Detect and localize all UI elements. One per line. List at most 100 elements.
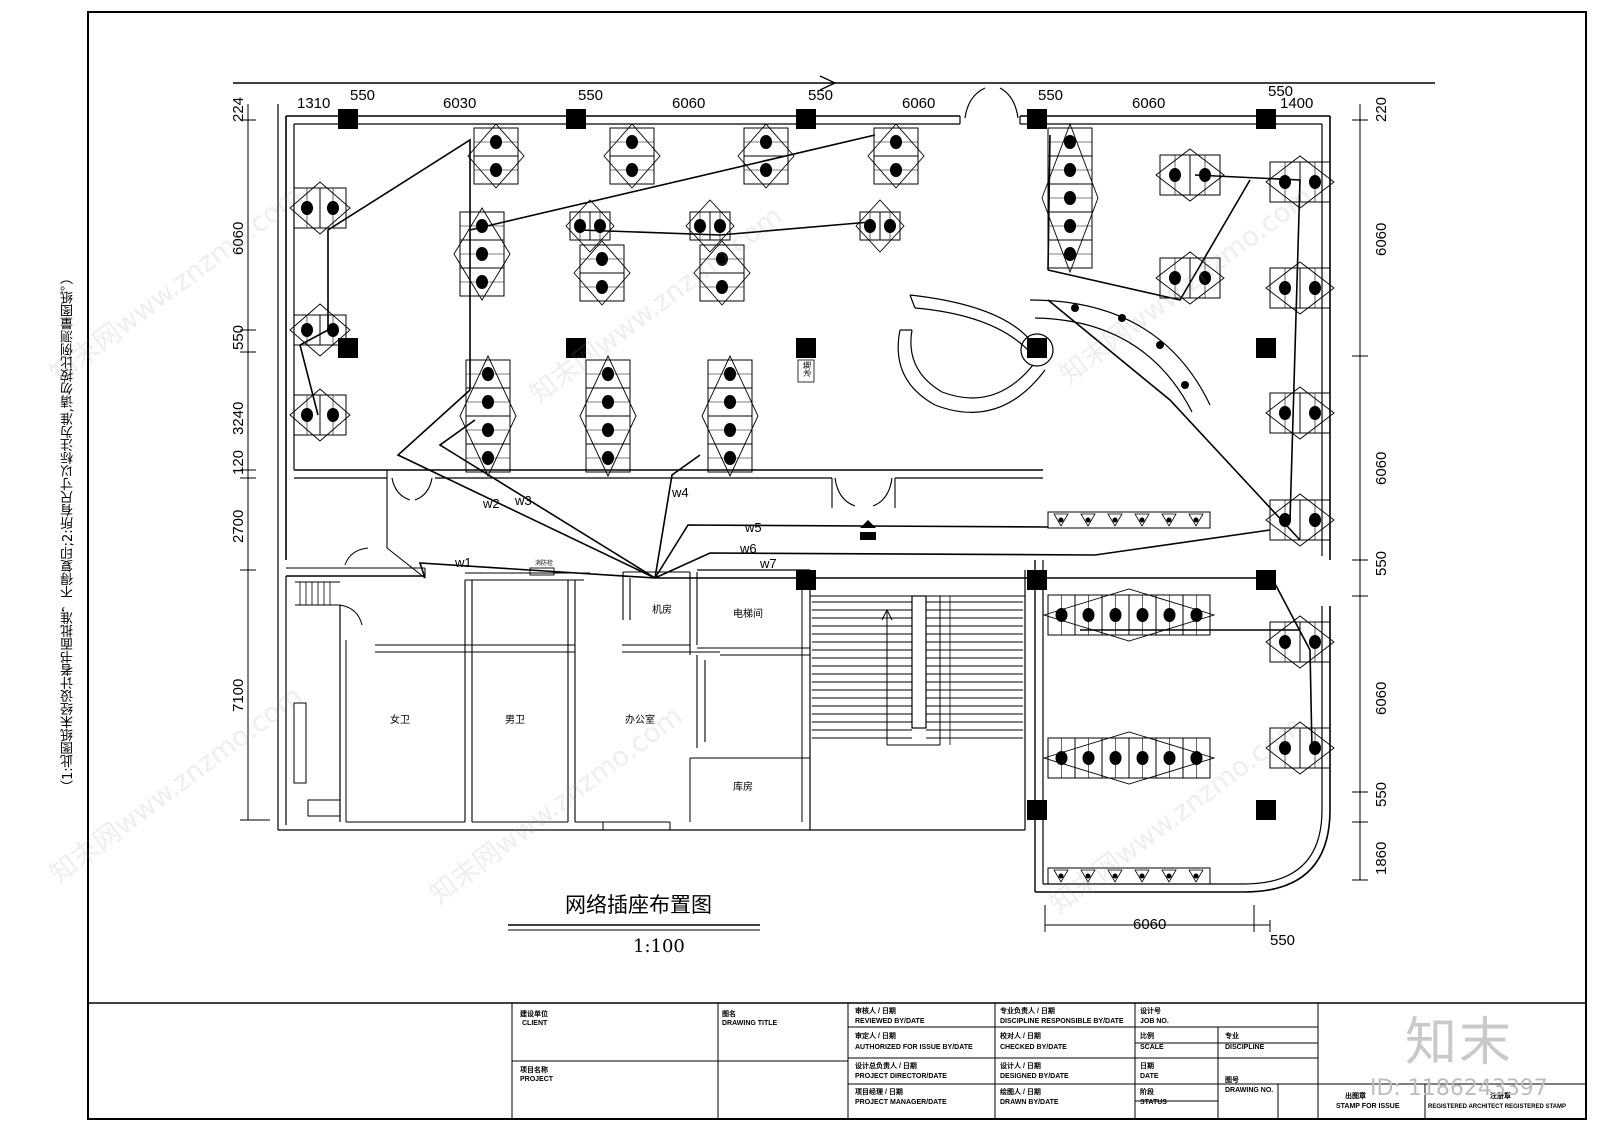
circuit-w6: w6 (739, 541, 757, 556)
workstation-group (693, 240, 751, 306)
dim-top-6: 6060 (902, 95, 935, 112)
room-machine: 机房 (652, 603, 672, 616)
workstation-group (1041, 122, 1099, 274)
tb-drawn: 绘图人 / 日期 (1000, 1087, 1041, 1096)
workstation-group (1042, 731, 1216, 785)
tb-drawing-title-en: DRAWING TITLE (722, 1020, 778, 1027)
network-cable-runs (299, 134, 1313, 751)
tb-director-en: PROJECT DIRECTOR/DATE (855, 1073, 947, 1080)
room-men-wc: 男卫 (505, 714, 525, 726)
title-block-labels: 建设单位 CLIENT 项目名称 PROJECT 图名 DRAWING TITL… (520, 1006, 1566, 1110)
dim-right-5: 550 (1373, 782, 1390, 807)
tb-manager: 项目经理 / 日期 (855, 1087, 903, 1096)
watermark-logo: 知末 (1405, 1013, 1514, 1073)
room-women-wc: 女卫 (390, 713, 410, 726)
fridge-label: 冰箱 (802, 361, 812, 377)
tb-drawn-en: DRAWN BY/DATE (1000, 1099, 1059, 1106)
workstation-group (1265, 493, 1335, 547)
workstation-group (573, 240, 631, 306)
tb-manager-en: PROJECT MANAGER/DATE (855, 1099, 947, 1106)
workstation-group (855, 199, 905, 253)
dim-bottom-1: 550 (1270, 932, 1295, 949)
tb-scale-en: SCALE (1140, 1044, 1164, 1051)
tb-authorized-en: AUTHORIZED FOR ISSUE BY/DATE (855, 1044, 973, 1051)
workstation-group (701, 354, 759, 478)
workstation-group (867, 123, 925, 189)
workstation-group (1265, 721, 1335, 775)
dim-top-2: 6030 (443, 95, 476, 112)
circuit-w7: w7 (759, 556, 777, 571)
dim-top-4: 6060 (672, 95, 705, 112)
workstation-groups (289, 122, 1335, 885)
fire-hydrant-label: 消防栓 (535, 559, 553, 567)
workstation-group (565, 199, 615, 253)
dim-top-5: 550 (808, 87, 833, 104)
walls (233, 75, 1435, 893)
circuit-labels: w1 w2 w3 w4 w5 w6 w7 (454, 485, 777, 571)
tb-project: 项目名称 (520, 1065, 548, 1074)
tb-date: 日期 (1140, 1061, 1154, 1070)
tb-job-no: 设计号 (1140, 1006, 1161, 1015)
dim-right-6: 1860 (1373, 842, 1390, 875)
tb-discipline-en: DISCIPLINE (1225, 1044, 1265, 1051)
workstation-group (579, 354, 637, 478)
columns (338, 109, 1276, 820)
workstation-group (1265, 386, 1335, 440)
workstation-group (467, 123, 525, 189)
tb-client: 建设单位 (520, 1009, 548, 1018)
dim-left-1: 6060 (230, 222, 247, 255)
drawing-scale: 1:100 (633, 936, 685, 957)
tb-drawing-no: 图号 (1225, 1075, 1239, 1084)
tb-drawing-title: 图名 (722, 1009, 736, 1018)
tb-client-en: CLIENT (522, 1020, 548, 1027)
tb-stamp-issue-en: STAMP FOR ISSUE (1336, 1103, 1400, 1110)
dim-top-9: 550 (1268, 83, 1293, 100)
dim-left-0: 224 (230, 97, 247, 122)
workstation-group (603, 123, 661, 189)
workstation-group (685, 199, 735, 253)
room-storage: 库房 (733, 780, 753, 793)
reception-desk (897, 294, 1211, 413)
workstation-group (453, 207, 511, 301)
reception-socket (1071, 304, 1079, 312)
tb-designed-en: DESIGNED BY/DATE (1000, 1073, 1069, 1080)
tb-scale: 比例 (1140, 1031, 1154, 1040)
dim-left-2: 550 (230, 325, 247, 350)
dim-left-6: 7100 (230, 679, 247, 712)
dim-top-1: 550 (350, 87, 375, 104)
reception-socket (1118, 314, 1126, 322)
sheet-border (87, 11, 1587, 1120)
circuit-w2: w2 (482, 496, 500, 511)
circuit-w5: w5 (744, 520, 762, 535)
workstation-group (1265, 615, 1335, 669)
circuit-w3: w3 (514, 493, 532, 508)
dim-right-3: 550 (1373, 551, 1390, 576)
watermark-id: ID: 1186243397 (1370, 1076, 1548, 1101)
workstation-bench (1047, 511, 1211, 529)
room-office: 办公室 (625, 713, 655, 726)
dim-top-0: 1310 (297, 95, 330, 112)
fridge-box (797, 359, 815, 383)
bottom-dimensions: 6060 550 (1133, 916, 1295, 949)
tb-stamp-issue: 出图章 (1345, 1091, 1366, 1100)
tb-drawing-no-en: DRAWING NO. (1225, 1087, 1273, 1094)
tb-discipline-resp-en: DISCIPLINE RESPONSIBLE BY/DATE (1000, 1018, 1124, 1025)
tb-project-en: PROJECT (520, 1076, 554, 1083)
workstation-bench (1047, 867, 1211, 885)
workstation-group (1042, 588, 1216, 642)
dim-right-4: 6060 (1373, 682, 1390, 715)
title-block (511, 1003, 1586, 1119)
tb-checked-en: CHECKED BY/DATE (1000, 1044, 1067, 1051)
tb-reviewed: 审核人 / 日期 (855, 1006, 896, 1015)
side-note: （1:此图纸未经设计者书面批准，不得复印;2:所有尺寸以标注为准,请勿按比例测量… (61, 271, 76, 794)
tb-checked: 校对人 / 日期 (1000, 1031, 1041, 1040)
workstation-group (1265, 261, 1335, 315)
workstation-group (289, 303, 351, 357)
dim-top-7: 550 (1038, 87, 1063, 104)
dim-bottom-0: 6060 (1133, 916, 1166, 933)
dim-left-4: 120 (230, 450, 247, 475)
tb-discipline-resp: 专业负责人 / 日期 (1000, 1006, 1055, 1015)
right-dimensions: 220 6060 6060 550 6060 550 1860 (1373, 97, 1390, 875)
circuit-w1: w1 (454, 555, 472, 570)
